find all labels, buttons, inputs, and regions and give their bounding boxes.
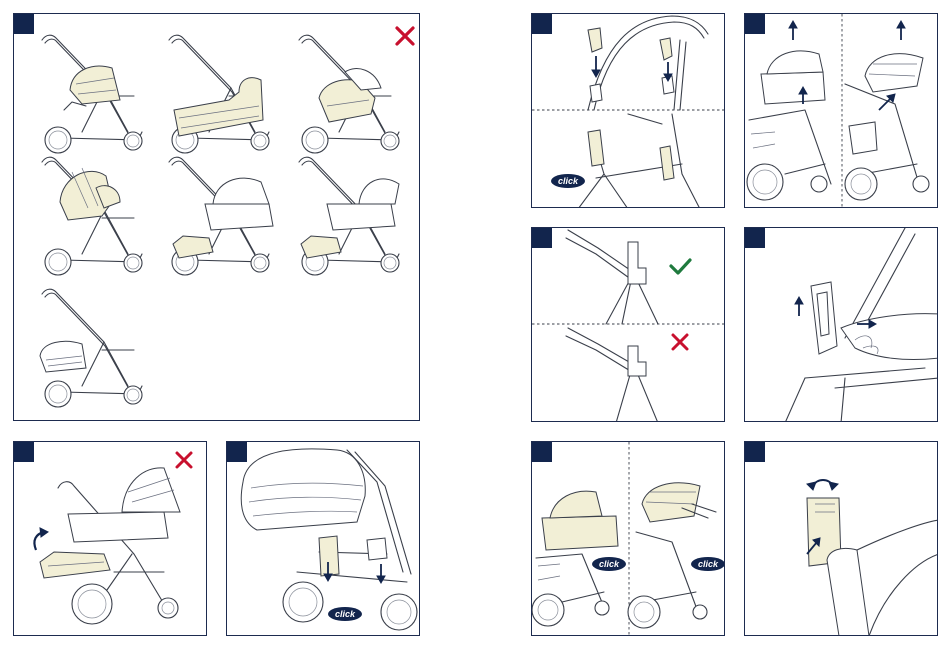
click-badge: click bbox=[328, 607, 362, 621]
stroller-config-3 bbox=[299, 35, 399, 153]
release-adapter-illustration bbox=[745, 228, 938, 422]
cross-mark-icon bbox=[177, 453, 191, 467]
stroller-config-2 bbox=[169, 35, 269, 153]
stroller-config-4 bbox=[42, 157, 142, 275]
svg-text:click: click bbox=[558, 176, 579, 186]
correct-position-illustration bbox=[532, 228, 725, 422]
rotate-seat-illustration bbox=[14, 442, 207, 636]
panel-lift-off bbox=[744, 13, 938, 208]
cross-mark-icon bbox=[673, 335, 687, 349]
svg-text:click: click bbox=[698, 559, 719, 569]
panel-attach-units: click click bbox=[531, 441, 725, 636]
svg-text:click: click bbox=[335, 609, 356, 619]
panel-release-adapter bbox=[744, 227, 938, 422]
arrow-icon bbox=[789, 21, 797, 40]
panel-rotate-adapter bbox=[744, 441, 938, 636]
panel-configurations bbox=[13, 13, 420, 421]
rotate-adapter-illustration bbox=[745, 442, 938, 636]
panel-rotate-seat bbox=[13, 441, 207, 636]
arrow-icon bbox=[879, 94, 895, 110]
panel-correct-position bbox=[531, 227, 725, 422]
click-badge: click bbox=[592, 557, 626, 571]
stroller-config-7 bbox=[40, 289, 142, 407]
insert-adapters-illustration: click bbox=[532, 14, 725, 208]
check-mark-icon bbox=[671, 260, 690, 273]
panel-attach-rear: click bbox=[226, 441, 420, 636]
panel-insert-adapters: click bbox=[531, 13, 725, 208]
stroller-config-6 bbox=[299, 157, 399, 275]
rotate-arrow-icon bbox=[34, 528, 48, 550]
arrow-icon bbox=[592, 56, 600, 77]
rotate-arrow-icon bbox=[807, 480, 838, 490]
stroller-config-5 bbox=[169, 157, 273, 275]
configurations-illustration bbox=[14, 14, 420, 421]
click-badge: click bbox=[691, 557, 725, 571]
lift-off-illustration bbox=[745, 14, 938, 208]
arrow-icon bbox=[897, 21, 905, 40]
attach-rear-illustration: click bbox=[227, 442, 420, 636]
attach-units-illustration: click click bbox=[532, 442, 725, 636]
stroller-config-1 bbox=[42, 35, 142, 153]
arrow-icon bbox=[795, 297, 803, 316]
cross-mark-icon bbox=[397, 28, 413, 44]
svg-text:click: click bbox=[599, 559, 620, 569]
click-badge: click bbox=[551, 174, 585, 188]
